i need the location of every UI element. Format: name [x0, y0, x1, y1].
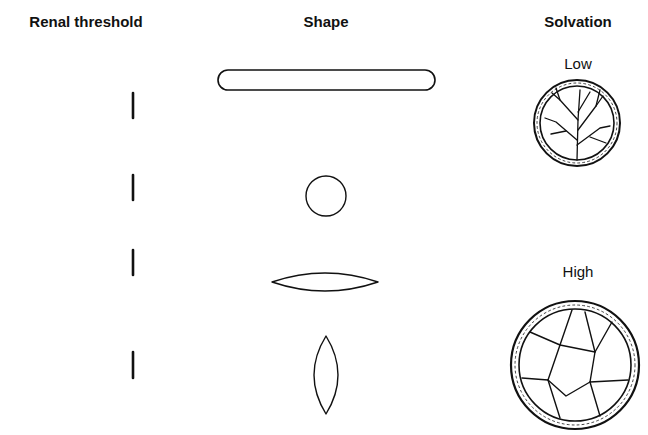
solvation-label: Low [564, 56, 592, 73]
column-heading: Solvation [544, 14, 612, 31]
solvation-label: High [563, 264, 594, 281]
sphere-shape [306, 176, 346, 216]
oblate-shape [272, 273, 378, 291]
threshold-bar [132, 93, 135, 378]
high-solvation-sphere [511, 301, 639, 429]
low-solvation-sphere [534, 80, 620, 166]
rod-shape [218, 70, 435, 90]
column-heading: Renal threshold [29, 14, 142, 31]
prolate-shape [314, 336, 338, 414]
column-heading: Shape [303, 14, 348, 31]
